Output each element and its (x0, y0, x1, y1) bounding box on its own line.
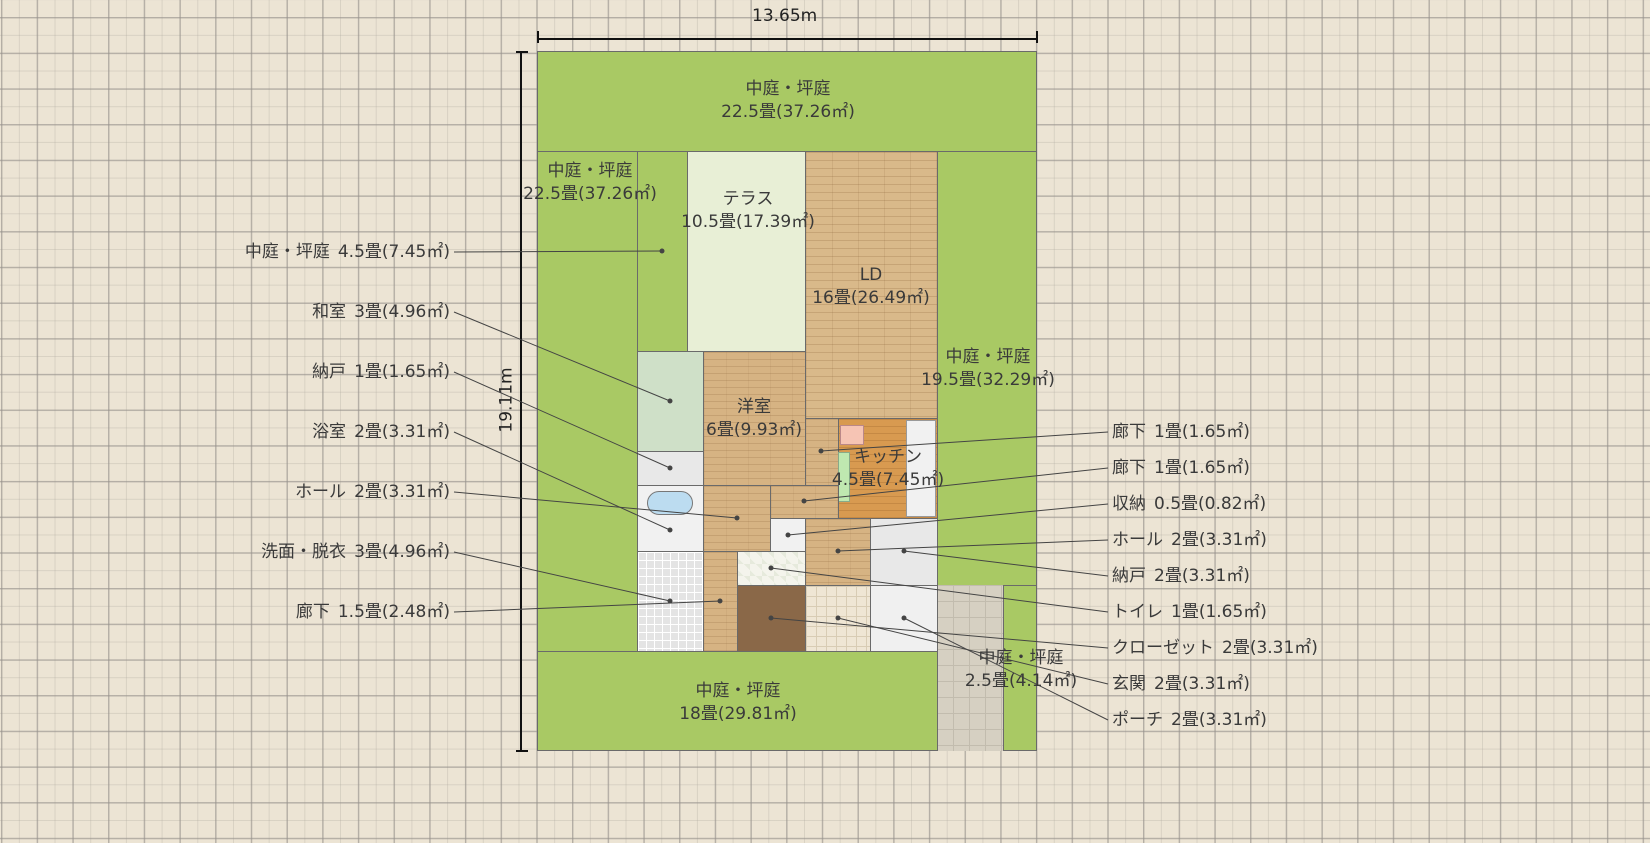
room-nando-1[interactable] (637, 451, 704, 486)
room-washroom[interactable] (637, 551, 704, 652)
room-genkan[interactable] (805, 585, 871, 652)
room-hall-1[interactable] (703, 485, 771, 552)
width-dimension-line (537, 38, 1037, 40)
height-dimension-tick-top (516, 51, 528, 53)
height-dimension-label: 19.11m (496, 367, 517, 433)
room-terrace[interactable] (687, 151, 806, 352)
room-toilet[interactable] (737, 551, 806, 586)
room-closet[interactable] (737, 585, 806, 652)
room-hallway-2[interactable] (770, 485, 839, 519)
room-youshitsu[interactable] (703, 351, 806, 486)
room-garden-top[interactable] (537, 51, 1037, 152)
room-garden-left[interactable] (537, 151, 638, 652)
width-dimension-label: 13.65m (752, 6, 818, 26)
room-washitsu[interactable] (637, 351, 704, 452)
width-dimension-tick-right (1036, 31, 1038, 43)
room-nando-2[interactable] (870, 518, 938, 586)
width-dimension-tick-left (537, 31, 539, 43)
room-storage[interactable] (770, 518, 806, 552)
height-dimension-line (520, 51, 522, 751)
room-porch[interactable] (870, 585, 938, 652)
room-hallway-3[interactable] (703, 551, 738, 652)
room-hall-2[interactable] (805, 518, 871, 586)
room-ld[interactable] (805, 151, 938, 419)
bathtub-icon (647, 491, 693, 515)
height-dimension-tick-bottom (516, 750, 528, 752)
bed-icon (840, 425, 864, 445)
